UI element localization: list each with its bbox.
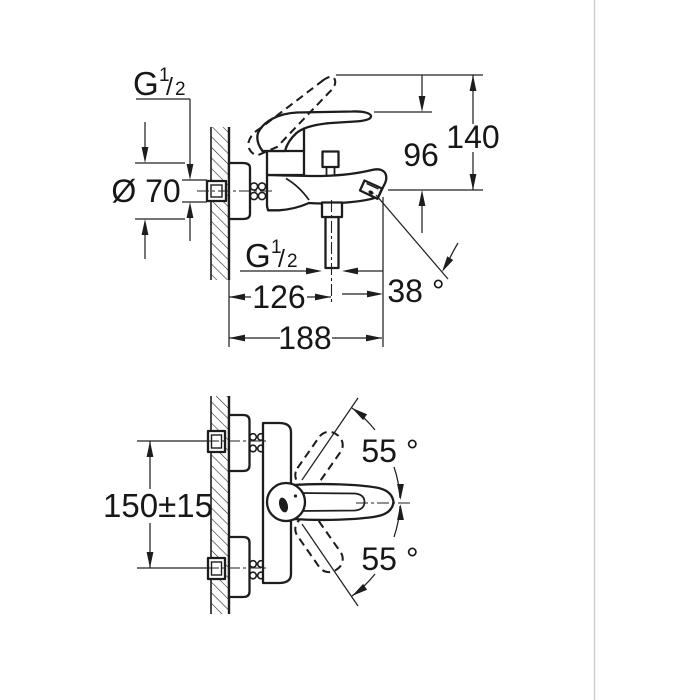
dim-outlet-projection: 126 [229,279,331,315]
dim-swing-upper-label: 55 ° [361,433,418,469]
dim-shower-thread-slash: / [278,245,285,273]
dim-total-height-label: 140 [446,119,499,155]
dim-swing-angles: 55 ° 55 ° [351,407,419,597]
arrowhead [367,290,383,298]
dim-shower-thread-numerator: 1 [271,237,282,258]
arrowhead [229,293,245,301]
plan-view: 55 ° 55 ° 150±15 [103,396,419,614]
thread-detail [249,182,267,201]
arrowhead [442,256,454,272]
arrowhead [366,334,382,342]
escutcheon-lower [227,535,251,599]
dim-wall-thread: G 1 / 2 [133,65,207,241]
arrowhead [141,147,149,163]
dim-outlet-projection-label: 126 [252,279,305,315]
swing-axis-line [301,397,359,481]
lever-handle-raised-dashed [247,75,337,157]
dim-wall-thread-denominator: 2 [175,79,186,100]
arrowhead [469,174,477,190]
arrowhead [469,75,477,91]
arrowhead [352,408,368,421]
dim-wall-thread-numerator: 1 [159,65,170,86]
dim-total-projection-label: 188 [278,320,331,356]
arrowhead [397,504,404,520]
arc-line [393,466,401,499]
dim-total-projection: 188 [229,320,382,356]
dim-wall-thread-label: G [133,65,159,102]
arrowhead [418,96,426,112]
wall-hatch [211,127,229,280]
dim-handle-height-label: 96 [403,137,439,173]
arrowhead [229,334,245,342]
angle-leg-line [375,194,449,280]
cartridge-cap [265,149,306,177]
detail-dot [293,494,298,498]
dim-shower-thread-denominator: 2 [287,251,298,272]
aerator-detail-line [366,182,379,190]
dim-shower-thread: G 1 / 2 [240,237,383,275]
lever-slot [278,497,289,513]
swing-axis-line [301,523,359,607]
arrowhead [315,293,331,301]
wall-hatch [211,396,229,614]
aerator-outlet-dot [368,190,374,195]
arrowhead [342,267,358,275]
dim-connection-spacing: 150±15 [103,440,266,569]
arrowhead [397,484,404,500]
arrowhead [146,441,154,457]
dim-shower-thread-label: G [245,237,271,274]
lever-inner-contour [297,492,366,512]
lever-handle [256,110,373,153]
dim-heights: 96 140 [336,74,500,233]
arrowhead [186,202,194,218]
diverter-knob [321,150,340,169]
side-view: G 1 / 2 Ø 70 96 [111,65,499,356]
dim-escutcheon-diameter: Ø 70 [111,122,185,259]
arrowhead [186,164,194,180]
arrowhead [306,267,322,275]
dim-wall-thread-slash: / [166,73,173,101]
spout-aerator [358,179,384,200]
dim-spout-angle: 38 ° [342,194,459,347]
faucet-body-spout [265,168,388,212]
arrowhead [418,190,426,206]
arrowhead [141,219,149,235]
dim-escutcheon-diameter-label: Ø 70 [111,173,180,209]
spout-root-contour [285,177,310,201]
dim-spout-angle-label: 38 ° [387,273,444,309]
arrowhead [146,552,154,568]
arrowhead [352,583,368,596]
escutcheon-upper [227,413,251,473]
dim-swing-lower-label: 55 ° [361,541,418,577]
dim-connection-spacing-label: 150±15 [103,487,213,524]
arc-line [393,505,401,538]
